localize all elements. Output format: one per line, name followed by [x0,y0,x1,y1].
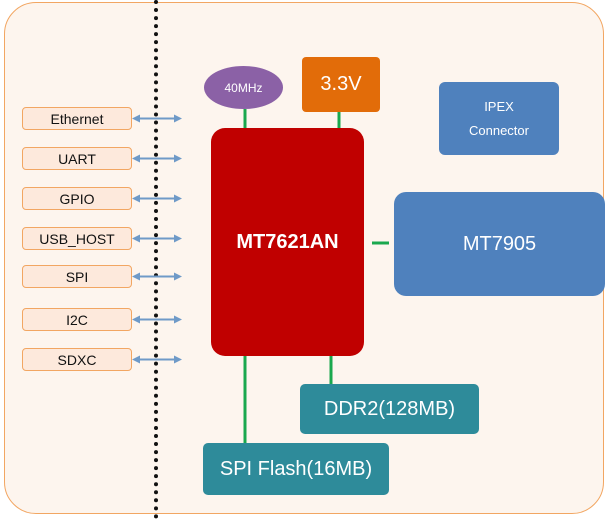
interface-gpio: GPIO [22,187,132,210]
flash-label: SPI Flash(16MB) [219,457,373,480]
flash-chip: SPI Flash(16MB) [203,443,389,495]
ipex-label-line2: Connector [469,122,529,138]
interface-i2c: I2C [22,308,132,331]
power-supply: 3.3V [302,57,380,112]
ram-chip: DDR2(128MB) [300,384,479,434]
interface-label: SPI [65,268,89,285]
soc-label: MT7621AN [236,230,339,253]
interface-spi: SPI [22,265,132,288]
crystal-oscillator: 40MHz [204,66,283,109]
soc-chip: MT7621AN [211,128,364,356]
interface-label: I2C [66,311,88,328]
wifi-chip: MT7905 [394,192,605,296]
crystal-label: 40MHz [224,80,263,95]
interface-label: USB_HOST [39,230,115,247]
interface-label: UART [58,150,96,167]
wifi-label: MT7905 [462,232,537,255]
interface-label: SDXC [57,351,97,368]
interface-sdxc: SDXC [22,348,132,371]
interface-label: GPIO [59,190,95,207]
ipex-connector: IPEX Connector [439,82,559,155]
power-label: 3.3V [320,73,362,95]
interface-ethernet: Ethernet [22,107,132,130]
interface-uart: UART [22,147,132,170]
interface-usb-host: USB_HOST [22,227,132,250]
ram-label: DDR2(128MB) [323,397,456,420]
ipex-label-line1: IPEX [484,98,514,114]
interface-label: Ethernet [50,110,104,127]
board-edge-divider [154,0,158,519]
